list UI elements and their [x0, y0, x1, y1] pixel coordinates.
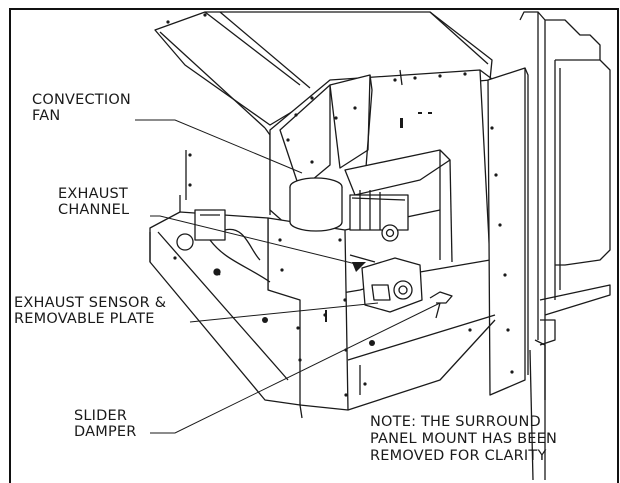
label-exhaust-sensor: EXHAUST SENSOR & REMOVABLE PLATE [14, 295, 167, 327]
leader-convection-fan [135, 119, 303, 174]
exhaust-channel-motor [176, 209, 271, 283]
note-text: NOTE: THE SURROUND PANEL MOUNT HAS BEEN … [370, 414, 558, 464]
label-convection-fan: CONVECTION FAN [32, 92, 131, 124]
exhaust-sensor-plate [349, 254, 423, 313]
exhaust-channel-arrow [352, 262, 366, 272]
hopper-lid [154, 11, 493, 215]
screws [166, 13, 514, 397]
leader-exhaust-sensor [189, 302, 379, 323]
slider-damper [429, 291, 453, 319]
convection-fan-assembly [289, 177, 409, 242]
leader-lines [135, 119, 441, 434]
leader-exhaust-channel [150, 215, 361, 266]
stove-body [269, 69, 501, 301]
side-panel [487, 11, 611, 481]
leader-slider-damper [150, 302, 441, 434]
label-slider-damper: SLIDER DAMPER [74, 408, 137, 440]
label-exhaust-channel: EXHAUST CHANNEL [58, 186, 130, 218]
